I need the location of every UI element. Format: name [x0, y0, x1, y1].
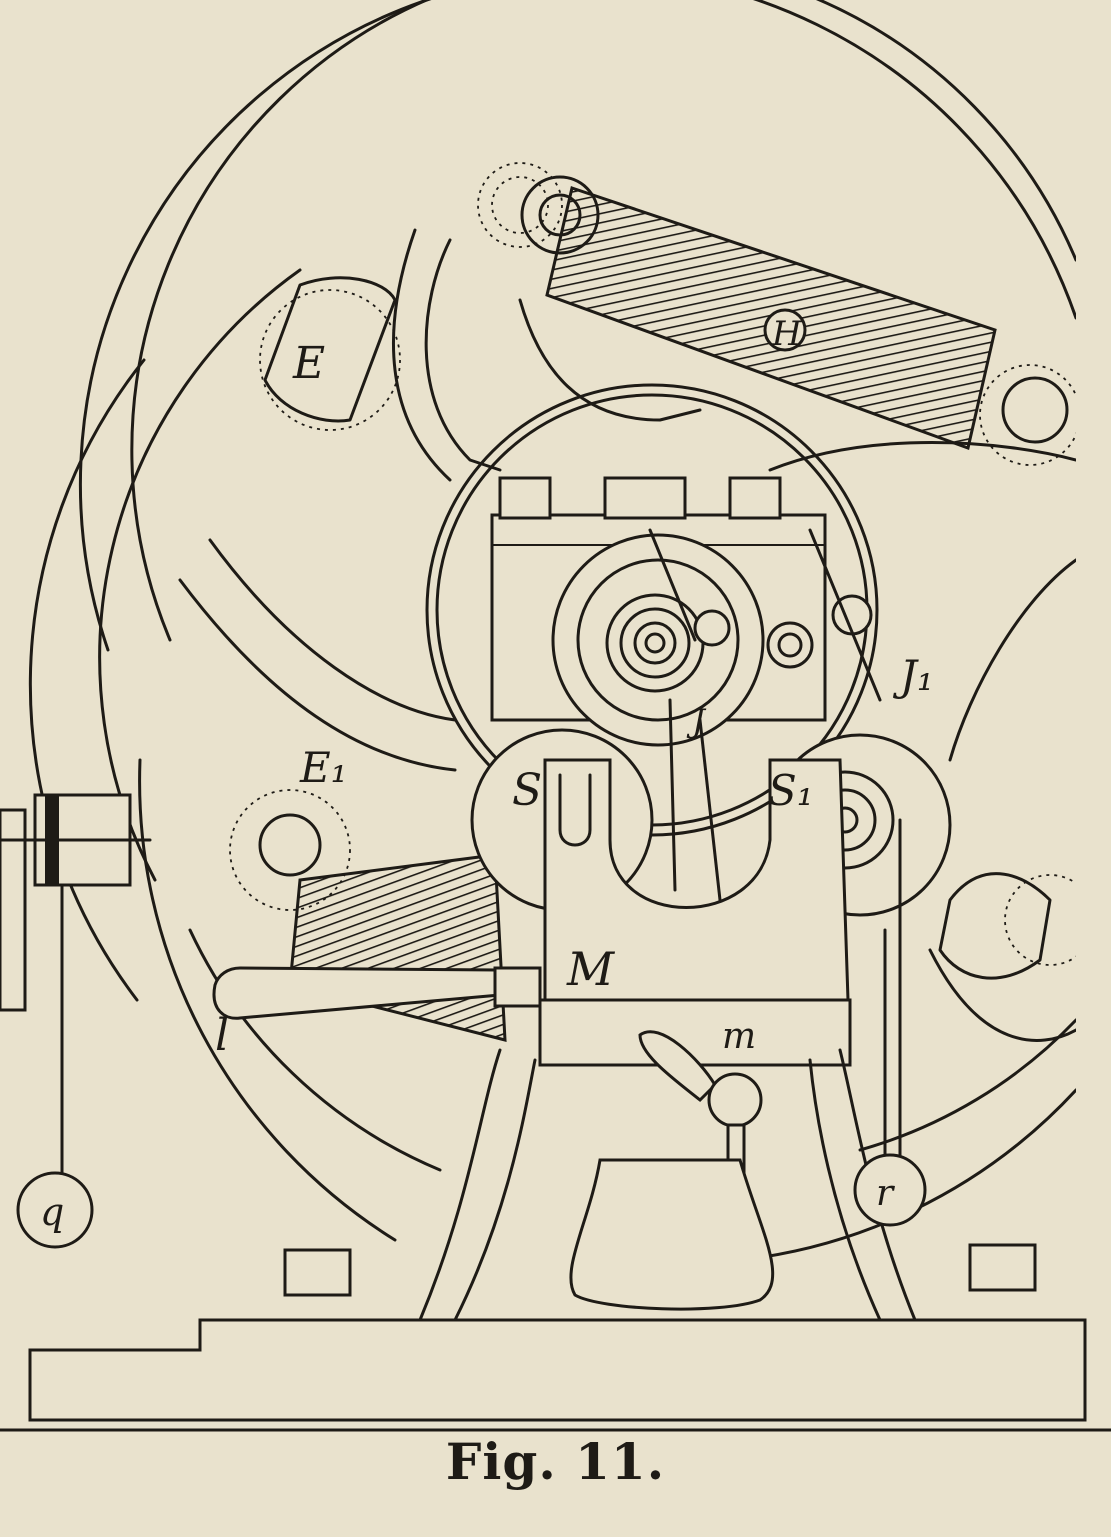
spool — [0, 793, 152, 1177]
label-l: l — [215, 1010, 229, 1061]
label-J: J — [686, 702, 707, 740]
label-S1: S₁ — [768, 766, 814, 815]
label-m: m — [722, 1016, 756, 1057]
label-q: q — [40, 1190, 64, 1234]
label-J1: J₁ — [892, 651, 934, 700]
governor-housing — [490, 476, 882, 902]
label-M: M — [566, 942, 616, 996]
flywheel — [28, 0, 1076, 1264]
label-E: E — [292, 338, 325, 389]
lower-spring — [288, 853, 507, 1042]
frame-M — [212, 758, 852, 1192]
base — [0, 1048, 1111, 1432]
figure-caption: Fig. 11. — [445, 1432, 666, 1491]
label-r: r — [876, 1173, 895, 1214]
label-E1: E₁ — [299, 743, 348, 792]
label-H: H — [771, 314, 803, 354]
upper-spring — [545, 186, 997, 450]
weight-r — [853, 818, 927, 1227]
weight-q — [16, 1171, 94, 1249]
label-S: S — [512, 765, 542, 816]
